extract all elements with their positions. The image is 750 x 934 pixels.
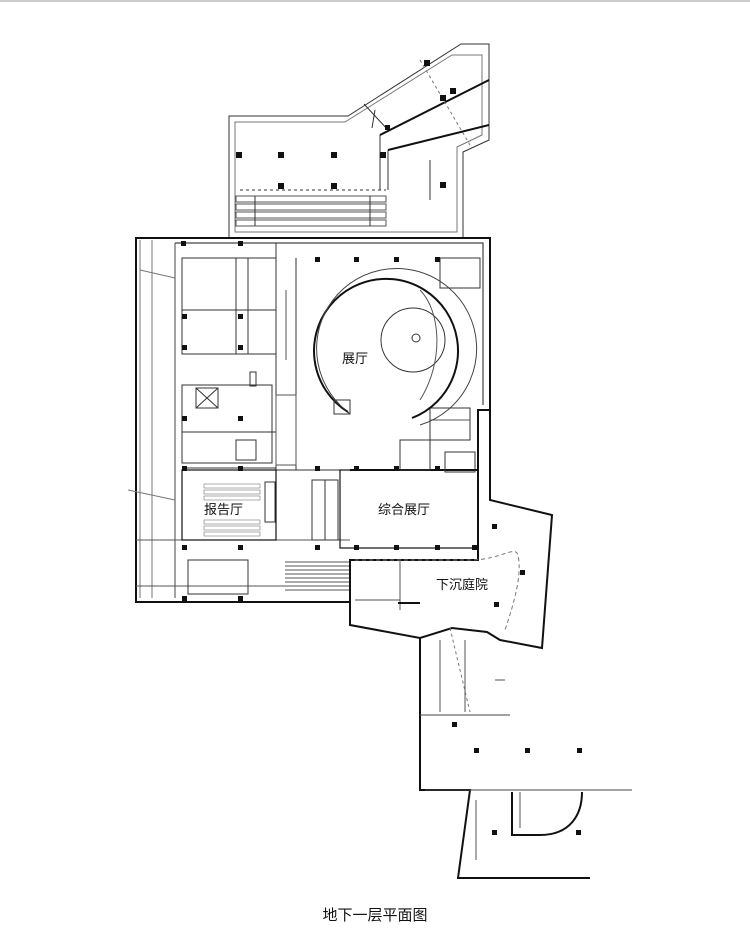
label-comprehensive-hall: 综合展厅: [378, 503, 430, 518]
label-lecture-hall: 报告厅: [204, 503, 243, 518]
label-exhibition-hall: 展厅: [342, 352, 368, 367]
sunken-courtyard-walls: [349, 409, 554, 650]
lecture-hall-seating: [203, 483, 261, 537]
south-wing-walls: [419, 627, 632, 879]
main-columns: [181, 241, 477, 601]
plan-caption: 地下一层平面图: [322, 906, 428, 924]
courtyard-columns: [492, 524, 525, 607]
south-wing-columns: [452, 722, 582, 835]
main-building-walls: [127, 237, 491, 603]
circular-exhibition-hall: [313, 268, 478, 426]
label-sunken-courtyard: 下沉庭院: [436, 577, 488, 593]
north-entrance-wing: [228, 43, 490, 239]
north-wing-columns: [236, 60, 456, 189]
